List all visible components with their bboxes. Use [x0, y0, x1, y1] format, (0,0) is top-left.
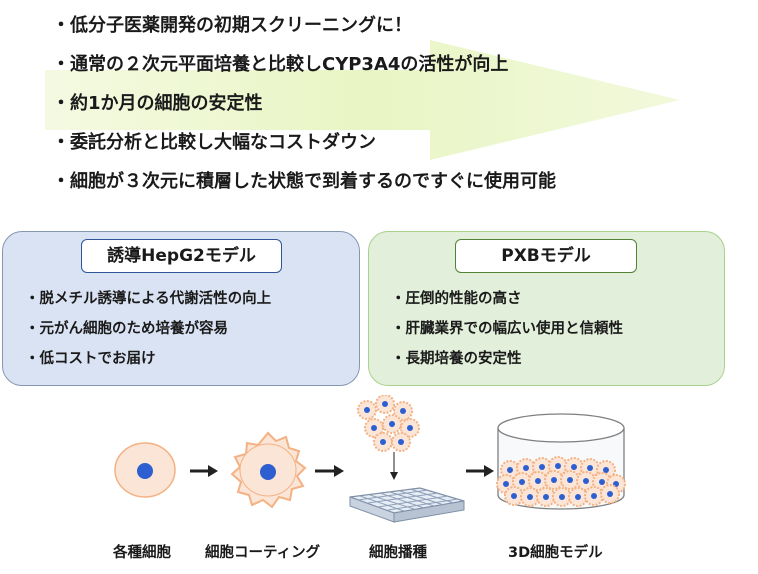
- highlight-arrow-background: [45, 40, 680, 160]
- feature-item: ・委託分析と比較し大幅なコストダウン: [52, 132, 376, 153]
- process-illustration: [114, 395, 626, 523]
- coated-cell-icon: [230, 431, 307, 509]
- arrow-right-icon: [315, 465, 344, 477]
- cell-icon: [114, 442, 176, 498]
- model-panel-hepg2: 誘導HepG2モデル ・脱メチル誘導による代謝活性の向上 ・元がん細胞のため培養…: [2, 231, 360, 386]
- feature-item: ・低分子医薬開発の初期スクリーニングに！: [52, 15, 412, 36]
- panel-item-list: ・圧倒的性能の高さ ・肝臓業界での幅広い使用と信頼性 ・長期培養の安定性: [391, 284, 623, 374]
- panel-item: ・元がん細胞のため培養が容易: [25, 321, 228, 337]
- seeded-cells-icon: [357, 395, 420, 452]
- model-panel-pxb: PXBモデル ・圧倒的性能の高さ ・肝臓業界での幅広い使用と信頼性 ・長期培養の…: [368, 231, 725, 386]
- arrow-down-icon: [390, 472, 398, 480]
- panel-item: ・低コストでお届け: [25, 351, 156, 367]
- panel-title: 誘導HepG2モデル: [81, 239, 282, 273]
- panel-title: PXBモデル: [455, 239, 637, 273]
- feature-item: ・細胞が３次元に積層した状態で到着するのですぐに使用可能: [52, 171, 556, 192]
- panel-item: ・脱メチル誘導による代謝活性の向上: [25, 291, 272, 307]
- culture-dish-icon: [496, 413, 626, 510]
- well-plate-icon: [349, 487, 465, 523]
- arrow-right-icon: [466, 465, 494, 477]
- step-caption-coating: 細胞コーティング: [205, 545, 321, 561]
- panel-item-list: ・脱メチル誘導による代謝活性の向上 ・元がん細胞のため培養が容易 ・低コストでお…: [25, 284, 271, 374]
- step-caption-3d-model: 3D細胞モデル: [508, 545, 603, 561]
- feature-list: ・低分子医薬開発の初期スクリーニングに！ ・通常の２次元平面培養と比較しCYP3…: [52, 6, 556, 201]
- panel-item: ・肝臓業界での幅広い使用と信頼性: [391, 321, 623, 337]
- panel-item: ・長期培養の安定性: [391, 351, 522, 367]
- step-caption-cells: 各種細胞: [113, 545, 171, 561]
- panel-item: ・圧倒的性能の高さ: [391, 291, 522, 307]
- arrow-right-icon: [190, 465, 218, 477]
- feature-item: ・通常の２次元平面培養と比較しCYP3A4の活性が向上: [52, 54, 509, 75]
- step-caption-seeding: 細胞播種: [369, 545, 427, 561]
- feature-item: ・約1か月の細胞の安定性: [52, 93, 263, 114]
